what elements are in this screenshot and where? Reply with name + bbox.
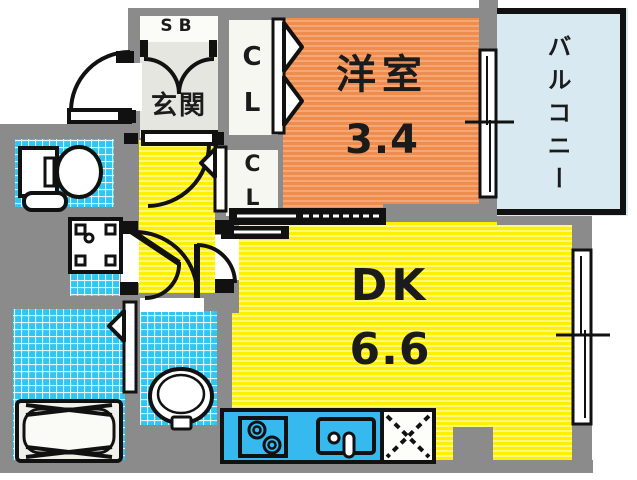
entrance-door-swing-icon [140, 40, 217, 95]
closet-top-interior [229, 20, 278, 135]
folding-door-icon [199, 145, 228, 213]
kitchen-sink-icon [316, 417, 376, 459]
shoe-box-label: SB [160, 16, 198, 36]
front-door-icon [67, 50, 136, 124]
kitchen-counter [220, 408, 436, 464]
window-west-balcony [465, 48, 514, 199]
doorway-openings [121, 63, 239, 312]
balcony-railing-icon [497, 8, 626, 215]
folding-door-icon [107, 300, 138, 394]
folding-door-icon [271, 17, 304, 135]
western-room-size-label: 3.4 [345, 117, 419, 163]
shoe-box-area [140, 16, 218, 42]
western-room-floor [283, 18, 481, 208]
balcony-area [497, 8, 628, 216]
balcony-label: バルコニー [543, 34, 571, 199]
closet-mid-label: CL [240, 152, 265, 220]
toilet-icon [18, 145, 103, 212]
dk-size-label: 6.6 [349, 324, 431, 375]
dk-door-icon [194, 220, 237, 298]
gas-stove-icon [238, 416, 288, 458]
closet-top-label: CL [237, 42, 267, 134]
window-dk [556, 248, 610, 426]
washing-machine-pan-icon [68, 217, 123, 274]
dk-label: DK [350, 260, 430, 311]
washbasin-icon [148, 367, 214, 431]
bathtub-icon [15, 399, 123, 463]
sliding-door-icon [221, 208, 386, 239]
refrigerator-icon [380, 408, 436, 464]
western-room-label: 洋室 [336, 52, 428, 98]
laundry-floor [70, 270, 120, 296]
closet-mid-interior [226, 150, 278, 216]
entrance-label: 玄関 [150, 91, 207, 121]
